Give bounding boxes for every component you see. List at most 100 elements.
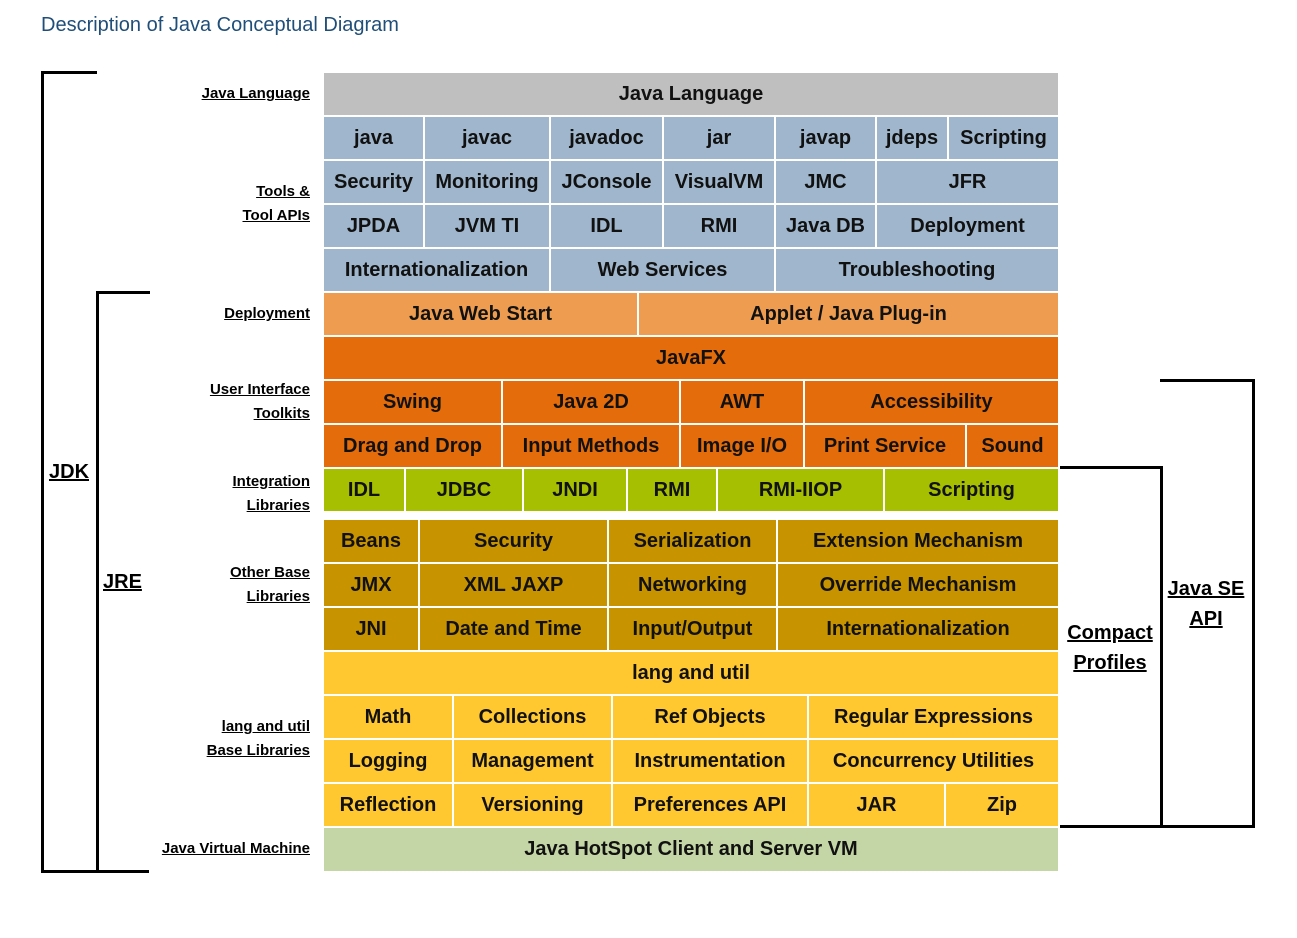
cell-scripting-tool: Scripting — [949, 117, 1060, 161]
layer-label-other-line2: Libraries — [246, 588, 310, 605]
cell-zip: Zip — [946, 784, 1060, 828]
cell-xml-jaxp: XML JAXP — [420, 564, 609, 608]
cell-networking: Networking — [609, 564, 778, 608]
javase-api-label: Java SE API — [1163, 574, 1249, 634]
cell-versioning: Versioning — [454, 784, 613, 828]
layer-label-integration-line2: Libraries — [246, 497, 310, 514]
cell-jmc: JMC — [776, 161, 877, 205]
cell-accessibility: Accessibility — [805, 381, 1060, 425]
layer-label-lang-line2: Base Libraries — [206, 742, 310, 759]
cell-instrumentation: Instrumentation — [613, 740, 809, 784]
cell-troubleshooting: Troubleshooting — [776, 249, 1060, 293]
cell-preferences: Preferences API — [613, 784, 809, 828]
layer-label-tools: Tools & Tool APIs — [243, 180, 311, 228]
layer-label-other-line1: Other Base — [229, 564, 310, 581]
cell-extension: Extension Mechanism — [778, 520, 1060, 564]
cell-swing: Swing — [324, 381, 503, 425]
cell-security: Security — [420, 520, 609, 564]
cell-javadb: Java DB — [776, 205, 877, 249]
cell-regex: Regular Expressions — [809, 696, 1060, 740]
layer-label-java-language: Java Language — [201, 85, 310, 102]
cell-scripting: Scripting — [885, 469, 1060, 513]
cell-jpda: JPDA — [324, 205, 425, 249]
cell-lang-util: lang and util — [324, 652, 1060, 696]
jre-bracket-top — [96, 291, 150, 294]
jdk-bracket-bottom — [41, 870, 149, 873]
cell-datetime: Date and Time — [420, 608, 609, 652]
cell-jdbc: JDBC — [406, 469, 524, 513]
cell-security-tool: Security — [324, 161, 425, 205]
cell-webservices: Web Services — [551, 249, 776, 293]
cell-idl: IDL — [324, 469, 406, 513]
cell-jar-lib: JAR — [809, 784, 946, 828]
javase-bracket-top — [1160, 379, 1255, 382]
cell-print-service: Print Service — [805, 425, 967, 469]
cell-idl-tool: IDL — [551, 205, 664, 249]
compact-bracket-vertical — [1160, 466, 1163, 828]
cell-rmi-tool: RMI — [664, 205, 776, 249]
compact-bracket-bottom — [1060, 825, 1255, 828]
layer-label-jvm: Java Virtual Machine — [161, 840, 310, 857]
cell-management: Management — [454, 740, 613, 784]
compact-profiles-line1: Compact — [1067, 622, 1153, 644]
cell-jar: jar — [664, 117, 776, 161]
cell-awt: AWT — [681, 381, 805, 425]
page-title: Description of Java Conceptual Diagram — [41, 14, 399, 36]
layer-label-lang-line1: lang and util — [221, 718, 310, 735]
layer-label-integration-line1: Integration — [232, 473, 311, 490]
cell-java-language: Java Language — [324, 73, 1060, 117]
compact-bracket-top — [1060, 466, 1163, 469]
cell-javadoc: javadoc — [551, 117, 664, 161]
javase-api-line1: Java SE — [1167, 578, 1245, 600]
cell-serialization: Serialization — [609, 520, 778, 564]
compact-profiles-line2: Profiles — [1073, 652, 1147, 674]
jdk-label: JDK — [49, 461, 90, 483]
cell-dnd: Drag and Drop — [324, 425, 503, 469]
cell-imageio: Image I/O — [681, 425, 805, 469]
cell-monitoring: Monitoring — [425, 161, 551, 205]
layer-label-tools-line2: Tool APIs — [242, 207, 311, 224]
cell-javac: javac — [425, 117, 551, 161]
jdk-bracket-vertical — [41, 71, 44, 873]
javase-api-line2: API — [1189, 608, 1223, 630]
cell-inputoutput: Input/Output — [609, 608, 778, 652]
cell-jconsole: JConsole — [551, 161, 664, 205]
jre-label: JRE — [103, 571, 142, 593]
cell-sound: Sound — [967, 425, 1060, 469]
cell-collections: Collections — [454, 696, 613, 740]
layer-label-deployment: Deployment — [224, 305, 310, 322]
jre-bracket-vertical — [96, 291, 99, 873]
cell-applet: Applet / Java Plug-in — [639, 293, 1060, 337]
cell-java: java — [324, 117, 425, 161]
cell-input-methods: Input Methods — [503, 425, 681, 469]
cell-javap: javap — [776, 117, 877, 161]
cell-jfr: JFR — [877, 161, 1060, 205]
cell-jvmti: JVM TI — [425, 205, 551, 249]
cell-math: Math — [324, 696, 454, 740]
cell-reflection: Reflection — [324, 784, 454, 828]
cell-rmi: RMI — [628, 469, 718, 513]
cell-logging: Logging — [324, 740, 454, 784]
cell-jni: JNI — [324, 608, 420, 652]
cell-jdeps: jdeps — [877, 117, 949, 161]
cell-refobjects: Ref Objects — [613, 696, 809, 740]
cell-hotspot: Java HotSpot Client and Server VM — [324, 828, 1060, 871]
cell-visualvm: VisualVM — [664, 161, 776, 205]
cell-webstart: Java Web Start — [324, 293, 639, 337]
jdk-bracket-top — [41, 71, 97, 74]
cell-jmx: JMX — [324, 564, 420, 608]
cell-jndi: JNDI — [524, 469, 628, 513]
cell-java2d: Java 2D — [503, 381, 681, 425]
cell-override: Override Mechanism — [778, 564, 1060, 608]
cell-concurrency: Concurrency Utilities — [809, 740, 1060, 784]
layer-label-ui-line2: Toolkits — [253, 405, 310, 422]
cell-i18n: Internationalization — [778, 608, 1060, 652]
layer-label-tools-line1: Tools & — [256, 183, 310, 200]
cell-javafx: JavaFX — [324, 337, 1060, 381]
cell-deployment-tool: Deployment — [877, 205, 1060, 249]
